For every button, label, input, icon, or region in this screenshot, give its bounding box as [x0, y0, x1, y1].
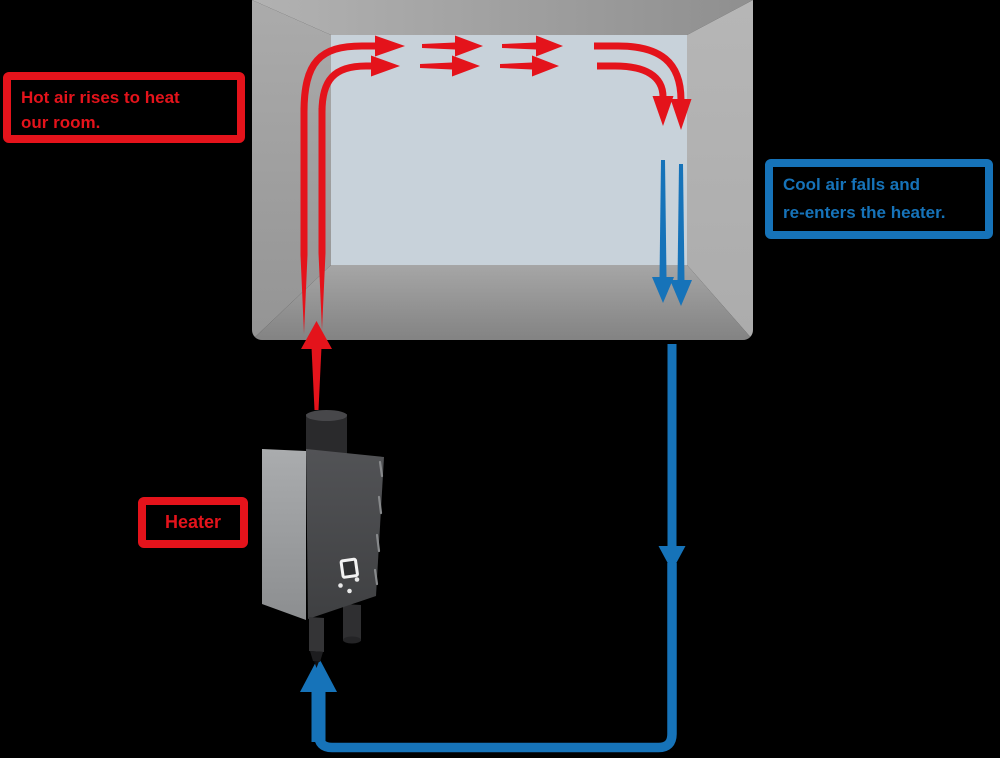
label-heater-text: Heater	[164, 512, 222, 532]
hot-air-arrowhead-icon	[371, 55, 400, 77]
cool-air-flow-arrows	[300, 160, 692, 753]
cool-air-arrowhead-icon	[300, 657, 337, 692]
heater-intake-tip	[314, 661, 319, 668]
hot-air-downdraft-arrow	[597, 62, 667, 98]
hot-air-riser-arrow	[300, 108, 308, 334]
hot-air-curve-arrow	[318, 62, 371, 113]
hot-air-arrowhead-icon	[532, 55, 559, 77]
room-left-wall	[252, 0, 331, 340]
heater-buttons	[338, 577, 360, 594]
label-heater: Heater	[138, 497, 248, 548]
hot-air-arrowhead-icon	[301, 321, 332, 349]
heater-flue-top	[306, 410, 347, 421]
label-hot-air-line1: Hot air rises to heat	[21, 88, 180, 107]
hot-air-ceiling-arrow	[502, 42, 536, 50]
hot-air-arrowhead-icon	[452, 55, 480, 77]
room-ceiling	[252, 0, 753, 35]
hot-air-downdraft-arrow	[594, 42, 685, 101]
hot-air-curve-arrow	[300, 42, 376, 113]
room-back-wall	[331, 35, 687, 265]
hot-air-arrowhead-icon	[670, 99, 692, 130]
label-hot-air-line2: our room.	[21, 113, 101, 132]
hot-air-ceiling-arrow	[420, 62, 452, 70]
label-hot-air: Hot air rises to heat our room.	[3, 72, 245, 143]
heater-vent-slits	[373, 460, 384, 586]
hot-air-arrowhead-icon	[652, 96, 674, 126]
hot-air-arrowhead-icon	[375, 35, 405, 57]
label-cool-air-line2: re-enters the heater.	[783, 203, 946, 222]
heater-intake-nozzle	[310, 651, 323, 662]
cool-air-arrowhead-icon	[670, 280, 692, 306]
label-cool-air-line1: Cool air falls and	[783, 175, 920, 194]
heater-body-side	[262, 449, 306, 620]
hot-air-riser-arrow	[318, 108, 326, 330]
hot-air-ceiling-arrow	[422, 42, 455, 50]
cool-air-arrowhead-icon	[658, 546, 686, 571]
hot-air-supply-arrow	[311, 347, 322, 410]
label-cool-air: Cool air falls and re-enters the heater.	[765, 159, 993, 239]
hot-air-flow-arrows	[300, 35, 692, 410]
heater-pipe	[343, 604, 361, 641]
cool-air-fall-arrow	[677, 164, 685, 281]
heater-display	[339, 557, 359, 579]
hot-air-ceiling-arrow	[500, 62, 532, 70]
heater-pipe-end	[343, 636, 361, 644]
heater-device	[262, 410, 384, 668]
cool-air-fall-arrow	[659, 160, 667, 278]
room-floor	[252, 265, 753, 340]
heater-body-front	[306, 449, 384, 619]
hot-air-arrowhead-icon	[536, 35, 563, 57]
cool-air-arrowhead-icon	[652, 277, 674, 303]
room	[252, 0, 753, 340]
room-right-wall	[687, 0, 753, 340]
hot-air-arrowhead-icon	[455, 35, 483, 57]
heater-intake-pipe	[309, 617, 324, 652]
